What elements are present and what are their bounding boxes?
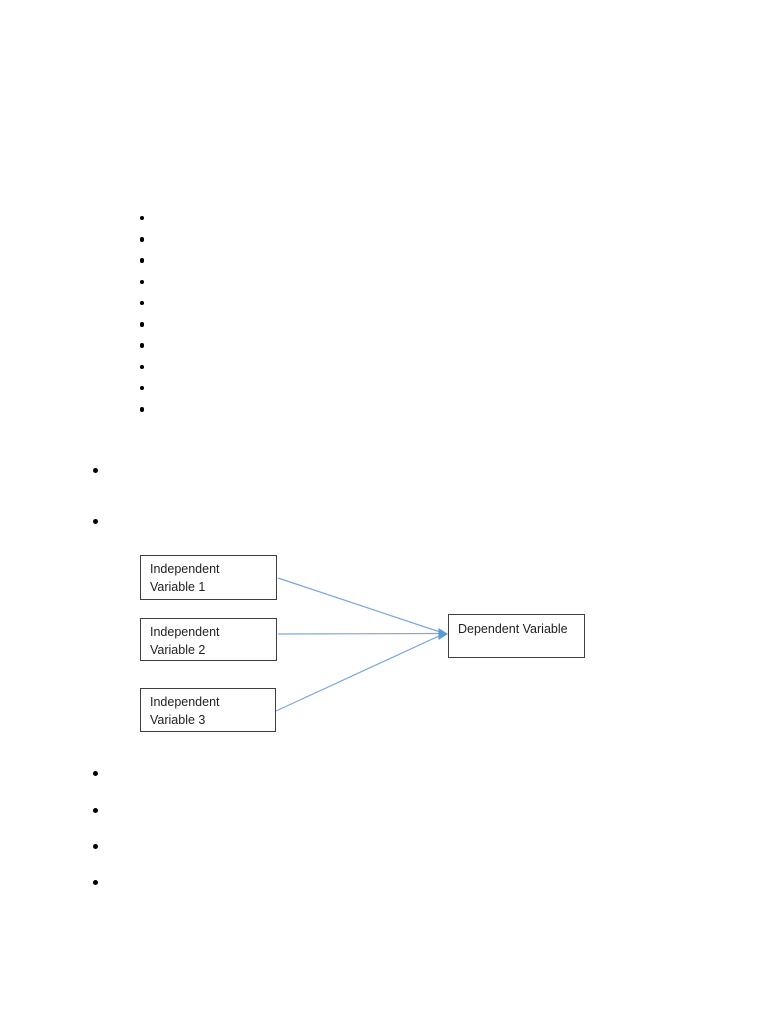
- list-item: [139, 335, 159, 356]
- bullet-icon: [139, 215, 145, 221]
- arrow-head: [438, 628, 448, 640]
- box-label-line2: Variable 2: [150, 643, 206, 657]
- box-label: Dependent Variable: [458, 622, 568, 636]
- bullet-list-middle: [92, 445, 112, 547]
- arrow-line-3: [275, 634, 441, 712]
- list-item: [139, 229, 159, 250]
- independent-variable-3-box: Independent Variable 3: [140, 688, 276, 732]
- bullet-icon: [139, 258, 145, 263]
- list-item: [92, 496, 112, 547]
- bullet-icon: [92, 467, 98, 473]
- list-item: [92, 792, 112, 828]
- bullet-icon: [139, 385, 145, 391]
- box-label-line2: Variable 1: [150, 580, 206, 594]
- arrow-line-1: [277, 577, 441, 633]
- list-item: [139, 271, 159, 292]
- bullet-icon: [139, 364, 145, 370]
- list-item: [139, 207, 159, 228]
- box-label-line2: Variable 3: [150, 713, 206, 727]
- bullet-icon: [92, 771, 98, 777]
- list-item: [92, 445, 112, 496]
- box-label-line1: Independent: [150, 562, 220, 576]
- list-item: [139, 378, 159, 399]
- list-item: [139, 356, 159, 377]
- bullet-icon: [92, 518, 98, 524]
- bullet-list-top: [139, 207, 159, 420]
- bullet-icon: [139, 322, 145, 327]
- list-item: [139, 250, 159, 271]
- independent-variable-2-box: Independent Variable 2: [140, 618, 277, 661]
- bullet-icon: [92, 880, 98, 886]
- list-item: [139, 314, 159, 335]
- list-item: [92, 865, 112, 901]
- bullet-icon: [92, 807, 98, 813]
- list-item: [92, 828, 112, 864]
- list-item: [139, 399, 159, 420]
- bullet-icon: [139, 300, 145, 306]
- bullet-list-bottom: [92, 756, 112, 901]
- list-item: [92, 756, 112, 792]
- list-item: [139, 292, 159, 313]
- arrow-line-2: [277, 632, 441, 635]
- dependent-variable-box: Dependent Variable: [448, 614, 585, 658]
- bullet-icon: [139, 343, 145, 348]
- bullet-icon: [139, 237, 145, 242]
- bullet-icon: [92, 844, 98, 850]
- bullet-icon: [139, 407, 145, 412]
- box-label-line1: Independent: [150, 695, 220, 709]
- independent-variable-1-box: Independent Variable 1: [140, 555, 277, 600]
- bullet-icon: [139, 279, 145, 285]
- box-label-line1: Independent: [150, 625, 220, 639]
